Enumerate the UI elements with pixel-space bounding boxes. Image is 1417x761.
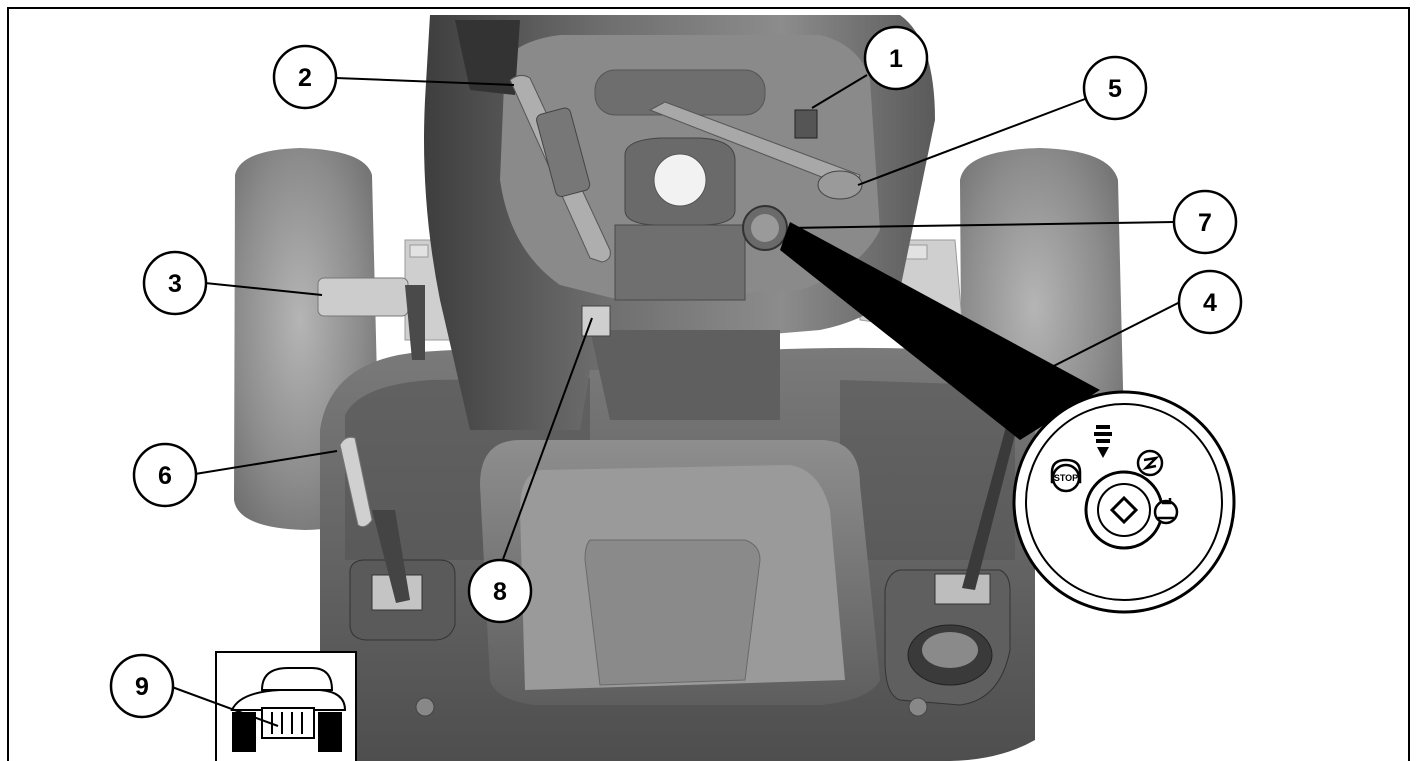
svg-text:7: 7 xyxy=(1198,209,1212,237)
callout-1: 1 xyxy=(863,25,929,91)
svg-text:3: 3 xyxy=(168,270,182,298)
ignition-switch-inset: STOP xyxy=(1012,390,1236,614)
leader-lines xyxy=(171,74,1181,727)
gear-lever-left xyxy=(339,436,410,603)
svg-text:5: 5 xyxy=(1108,75,1122,103)
callout-3: 3 xyxy=(142,250,208,316)
cutting-height-lever xyxy=(648,101,863,200)
zoom-wedge xyxy=(780,222,1100,440)
deck-bolt-left xyxy=(415,697,435,717)
leader-line-2 xyxy=(335,77,515,86)
deck-bolt-right xyxy=(908,697,928,717)
leader-line-3 xyxy=(204,282,323,296)
svg-text:4: 4 xyxy=(1203,289,1217,317)
headlight-switch xyxy=(794,109,818,139)
seat xyxy=(480,440,880,705)
callout-9: 9 xyxy=(109,653,175,719)
stop-icon: STOP xyxy=(1050,458,1082,493)
engine-start-icon xyxy=(1153,498,1179,525)
brake-pedal xyxy=(317,277,425,360)
callout-4: 4 xyxy=(1177,269,1243,335)
callout-7: 7 xyxy=(1172,189,1238,255)
right-control-panel xyxy=(884,569,1011,706)
leader-line-5 xyxy=(857,98,1086,186)
leader-line-1 xyxy=(811,74,868,109)
svg-text:1: 1 xyxy=(889,45,903,73)
svg-text:9: 9 xyxy=(135,673,149,701)
stop-label: STOP xyxy=(1054,473,1078,483)
callout-5: 5 xyxy=(1082,55,1148,121)
svg-text:6: 6 xyxy=(158,462,172,490)
tractor-front-inset xyxy=(215,651,357,761)
leader-line-4 xyxy=(1029,301,1181,379)
choke-icon xyxy=(1136,449,1164,477)
leader-line-6 xyxy=(194,450,338,475)
leader-line-7 xyxy=(787,221,1175,229)
throttle-lever xyxy=(509,74,611,263)
svg-text:2: 2 xyxy=(298,64,312,92)
lights-icon xyxy=(1094,425,1112,458)
leader-line-9 xyxy=(171,686,279,727)
svg-text:8: 8 xyxy=(493,578,507,606)
leader-line-8 xyxy=(501,317,593,563)
figure-frame xyxy=(7,7,1410,761)
callout-8: 8 xyxy=(467,558,533,624)
callout-2: 2 xyxy=(272,44,338,110)
callout-6: 6 xyxy=(132,442,198,508)
